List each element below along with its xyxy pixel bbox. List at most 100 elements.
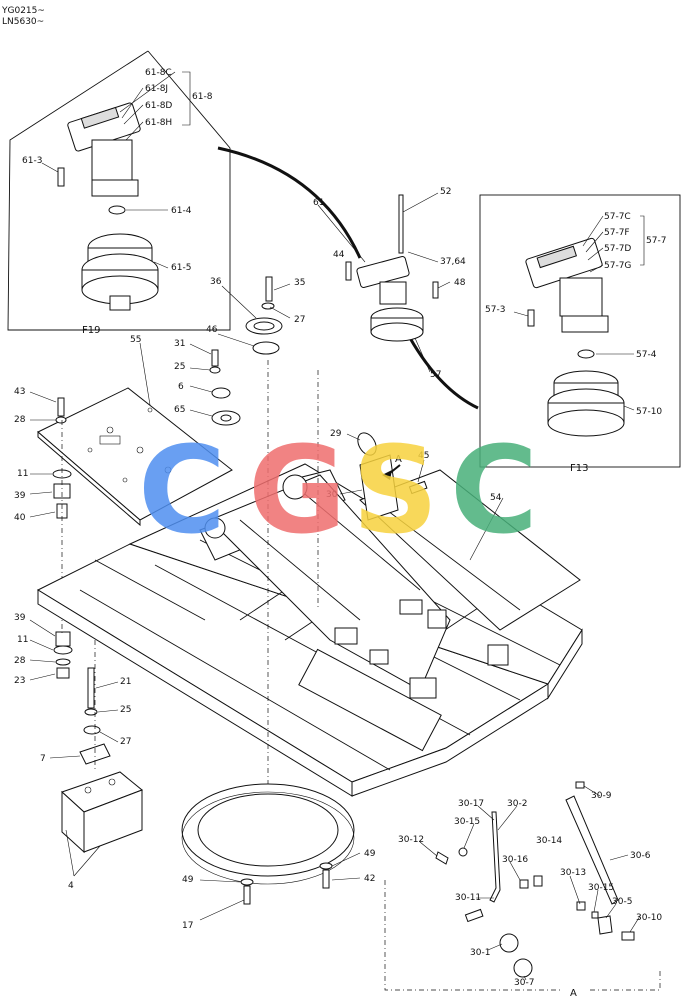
frame-label-f19: F19 xyxy=(82,325,100,336)
callout-43: 43 xyxy=(14,387,25,397)
callout-48: 48 xyxy=(454,278,466,288)
callout-30-14: 30-14 xyxy=(536,836,562,846)
callout-27b: 27 xyxy=(120,737,131,747)
callout-57-7c: 57-7C xyxy=(604,212,631,222)
control-valve-61-8 xyxy=(67,102,141,197)
callout-49b: 49 xyxy=(364,849,376,859)
callout-61-4: 61-4 xyxy=(171,206,192,216)
connector-arc-lower xyxy=(408,337,479,410)
callout-30-10: 30-10 xyxy=(636,913,662,923)
callout-view-a: A xyxy=(395,454,402,465)
callout-4: 4 xyxy=(68,881,74,891)
callout-39a: 39 xyxy=(14,491,26,501)
frame-label-f13: F13 xyxy=(570,463,588,474)
callout-11b: 11 xyxy=(17,635,28,645)
watermark-letter-4: C xyxy=(450,422,538,561)
callout-29: 29 xyxy=(330,429,342,439)
callout-30: 30 xyxy=(326,490,338,500)
callout-30-1: 30-1 xyxy=(470,948,490,958)
watermark: C G S C xyxy=(138,422,538,561)
callout-61-5: 61-5 xyxy=(171,263,191,273)
callout-30-12: 30-12 xyxy=(398,835,424,845)
bracket-30 xyxy=(359,454,399,521)
callout-40: 40 xyxy=(14,513,26,523)
detail-frame-f13 xyxy=(479,194,681,468)
callout-57-4: 57-4 xyxy=(636,350,657,360)
swing-bearing-ring xyxy=(181,783,355,885)
callout-57-7: 57-7 xyxy=(646,236,666,246)
callout-52: 52 xyxy=(440,187,451,197)
callout-61-8j: 61-8J xyxy=(145,84,168,94)
callout-30-7: 30-7 xyxy=(514,978,534,988)
callout-57: 57 xyxy=(430,370,441,380)
swing-bearing-seals xyxy=(209,276,283,426)
header-serial-2: LN5630~ xyxy=(2,17,44,27)
callout-30-15b: 30-15 xyxy=(588,883,614,893)
callout-39b: 39 xyxy=(14,613,26,623)
callout-37-64: 37,64 xyxy=(440,257,466,267)
callout-61-3: 61-3 xyxy=(22,156,42,166)
callout-45: 45 xyxy=(418,451,429,461)
callout-54: 54 xyxy=(490,493,502,503)
callout-21: 21 xyxy=(120,677,131,687)
callout-57-7d: 57-7D xyxy=(604,244,631,254)
callout-30-15a: 30-15 xyxy=(454,817,480,827)
callout-11a: 11 xyxy=(17,469,28,479)
callout-57-10: 57-10 xyxy=(636,407,662,417)
callout-49a: 49 xyxy=(182,875,194,885)
watermark-letter-1: C xyxy=(138,422,226,561)
header-serial-1: YG0215~ xyxy=(1,6,45,16)
view-a-detail xyxy=(384,781,661,991)
callout-61-8h: 61-8H xyxy=(145,118,172,128)
callout-42: 42 xyxy=(364,874,375,884)
callout-65: 65 xyxy=(174,405,185,415)
bolt-42 xyxy=(322,869,330,889)
callout-55: 55 xyxy=(130,335,141,345)
callout-23: 23 xyxy=(14,676,25,686)
cover-plate-55 xyxy=(37,387,233,527)
bolt-17 xyxy=(243,885,251,905)
view-arrow-a xyxy=(382,470,392,480)
oring-61-4 xyxy=(108,205,126,215)
callout-61: 61 xyxy=(313,198,324,208)
detail-frame-f19 xyxy=(7,50,231,331)
callout-27a: 27 xyxy=(294,315,305,325)
connector-arc-upper xyxy=(217,146,362,259)
bolt-61-3 xyxy=(57,167,65,187)
watermark-letter-2: G xyxy=(248,422,347,561)
callout-7: 7 xyxy=(40,754,46,764)
swing-motor-assembly-57 xyxy=(345,194,439,342)
callout-17: 17 xyxy=(182,921,193,931)
callout-35: 35 xyxy=(294,278,305,288)
callout-30-13: 30-13 xyxy=(560,868,586,878)
callout-30-6: 30-6 xyxy=(630,851,651,861)
callout-31: 31 xyxy=(174,339,185,349)
callout-57-3: 57-3 xyxy=(485,305,505,315)
swing-motor-61-5 xyxy=(81,233,159,311)
callout-57-7f: 57-7F xyxy=(604,228,630,238)
callout-6: 6 xyxy=(178,382,184,392)
callout-25a: 25 xyxy=(174,362,185,372)
upper-frame xyxy=(36,463,583,797)
callout-30-16: 30-16 xyxy=(502,855,528,865)
callout-57-7g: 57-7G xyxy=(604,261,631,271)
callout-30-17: 30-17 xyxy=(458,799,484,809)
callout-30-9: 30-9 xyxy=(591,791,612,801)
callout-25b: 25 xyxy=(120,705,131,715)
callout-30-5: 30-5 xyxy=(612,897,632,907)
watermark-letter-3: S xyxy=(352,422,438,561)
cover-29 xyxy=(357,432,377,456)
callout-44: 44 xyxy=(333,250,345,260)
callout-28a: 28 xyxy=(14,415,26,425)
callout-61-8c: 61-8C xyxy=(145,68,172,78)
callout-46: 46 xyxy=(206,325,218,335)
callout-61-8d: 61-8D xyxy=(145,101,172,111)
mount-parts-left xyxy=(52,397,73,679)
callout-view-a-frame: A xyxy=(570,988,577,999)
pin-45 xyxy=(408,480,428,495)
callout-30-11: 30-11 xyxy=(455,893,481,903)
callout-28b: 28 xyxy=(14,656,26,666)
callout-36: 36 xyxy=(210,277,222,287)
callout-30-2: 30-2 xyxy=(507,799,527,809)
